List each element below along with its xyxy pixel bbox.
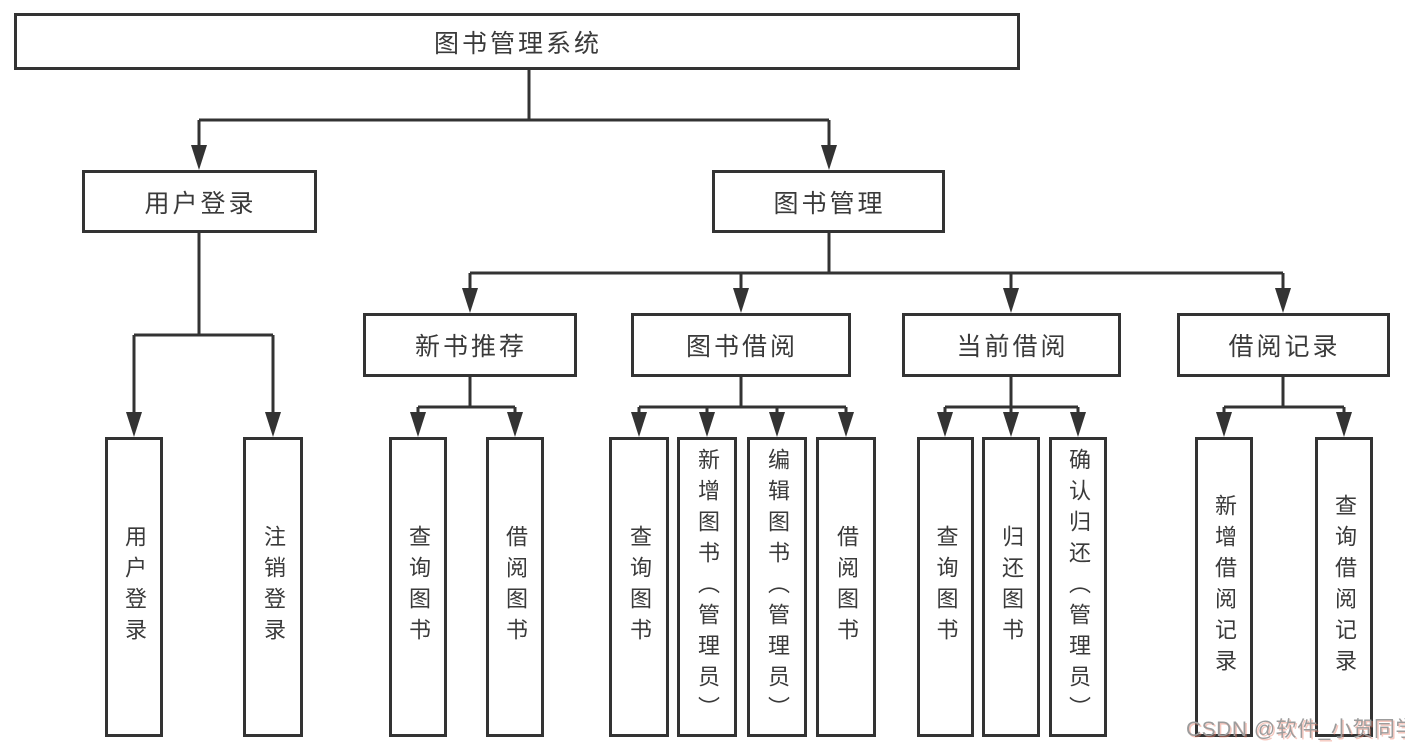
arrow-icon (191, 145, 207, 170)
leaf-add-borrow-record: 新增借阅记录 (1195, 437, 1253, 737)
node-book-borrowing-label: 图书借阅 (685, 333, 798, 361)
leaf-confirm-return-admin: 确认归还（管理员） (1049, 437, 1107, 737)
connector-borrowing-records (1222, 377, 1346, 419)
arrowheads (126, 145, 1352, 437)
leaf-add-borrow-record-label: 新增借阅记录 (1212, 494, 1237, 680)
node-book-management: 图书管理 (712, 170, 945, 233)
leaf-add-books-admin: 新增图书（管理员） (677, 437, 737, 737)
arrow-icon (838, 412, 854, 437)
arrow-icon (507, 412, 523, 437)
node-current-borrowing-label: 当前借阅 (956, 333, 1069, 361)
node-user-login-label: 用户登录 (144, 189, 257, 218)
node-root: 图书管理系统 (14, 13, 1020, 70)
leaf-borrow-books-borrowing: 借阅图书 (816, 437, 876, 737)
leaf-logout: 注销登录 (243, 437, 303, 737)
leaf-borrow-books-borrowing-label: 借阅图书 (834, 525, 859, 649)
connector-new-book-recommend (416, 377, 517, 419)
arrow-icon (126, 412, 142, 437)
leaf-query-books-recommend-label: 查询图书 (406, 525, 431, 649)
node-current-borrowing: 当前借阅 (902, 313, 1121, 377)
arrow-icon (1070, 412, 1086, 437)
arrow-icon (1003, 412, 1019, 437)
leaf-query-books-current-label: 查询图书 (933, 525, 959, 649)
arrow-icon (462, 288, 478, 313)
arrow-icon (937, 412, 953, 437)
node-new-book-recommend-label: 新书推荐 (414, 333, 527, 361)
leaf-query-books-recommend: 查询图书 (389, 437, 447, 737)
leaf-query-borrow-record-label: 查询借阅记录 (1332, 494, 1357, 680)
connector-user-login (132, 233, 275, 419)
leaf-edit-books-admin: 编辑图书（管理员） (747, 437, 807, 737)
arrow-icon (631, 412, 647, 437)
node-borrowing-records: 借阅记录 (1177, 313, 1390, 377)
leaf-logout-label: 注销登录 (261, 525, 286, 649)
leaf-return-books: 归还图书 (982, 437, 1040, 737)
connector-root (197, 70, 831, 150)
leaf-query-books-borrowing-label: 查询图书 (627, 525, 652, 649)
leaf-borrow-books-recommend: 借阅图书 (486, 437, 544, 737)
leaf-add-books-admin-label: 新增图书（管理员） (695, 447, 720, 727)
connector-book-borrowing (637, 377, 848, 419)
leaf-edit-books-admin-label: 编辑图书（管理员） (765, 447, 790, 727)
arrow-icon (1003, 288, 1019, 313)
leaf-query-books-current: 查询图书 (917, 437, 974, 737)
node-user-login: 用户登录 (82, 170, 317, 233)
arrow-icon (699, 412, 715, 437)
leaf-confirm-return-admin-label: 确认归还（管理员） (1066, 447, 1091, 727)
leaf-user-login-label: 用户登录 (122, 525, 147, 649)
node-book-borrowing: 图书借阅 (631, 313, 851, 377)
arrow-icon (769, 412, 785, 437)
node-root-label: 图书管理系统 (433, 29, 602, 58)
leaf-query-books-borrowing: 查询图书 (609, 437, 669, 737)
arrow-icon (1275, 288, 1291, 313)
leaf-return-books-label: 归还图书 (999, 525, 1024, 649)
connector-book-management (468, 233, 1285, 294)
leaf-borrow-books-recommend-label: 借阅图书 (503, 525, 528, 649)
arrow-icon (1216, 412, 1232, 437)
node-book-management-label: 图书管理 (773, 189, 886, 218)
arrow-icon (733, 288, 749, 313)
leaf-user-login: 用户登录 (105, 437, 163, 737)
csdn-watermark: CSDN @软件_小贺同学 (1186, 718, 1405, 741)
arrow-icon (821, 145, 837, 170)
arrow-icon (410, 412, 426, 437)
arrow-icon (1336, 412, 1352, 437)
leaf-query-borrow-record: 查询借阅记录 (1315, 437, 1373, 737)
node-borrowing-records-label: 借阅记录 (1228, 333, 1341, 361)
node-new-book-recommend: 新书推荐 (363, 313, 577, 377)
arrow-icon (265, 412, 281, 437)
